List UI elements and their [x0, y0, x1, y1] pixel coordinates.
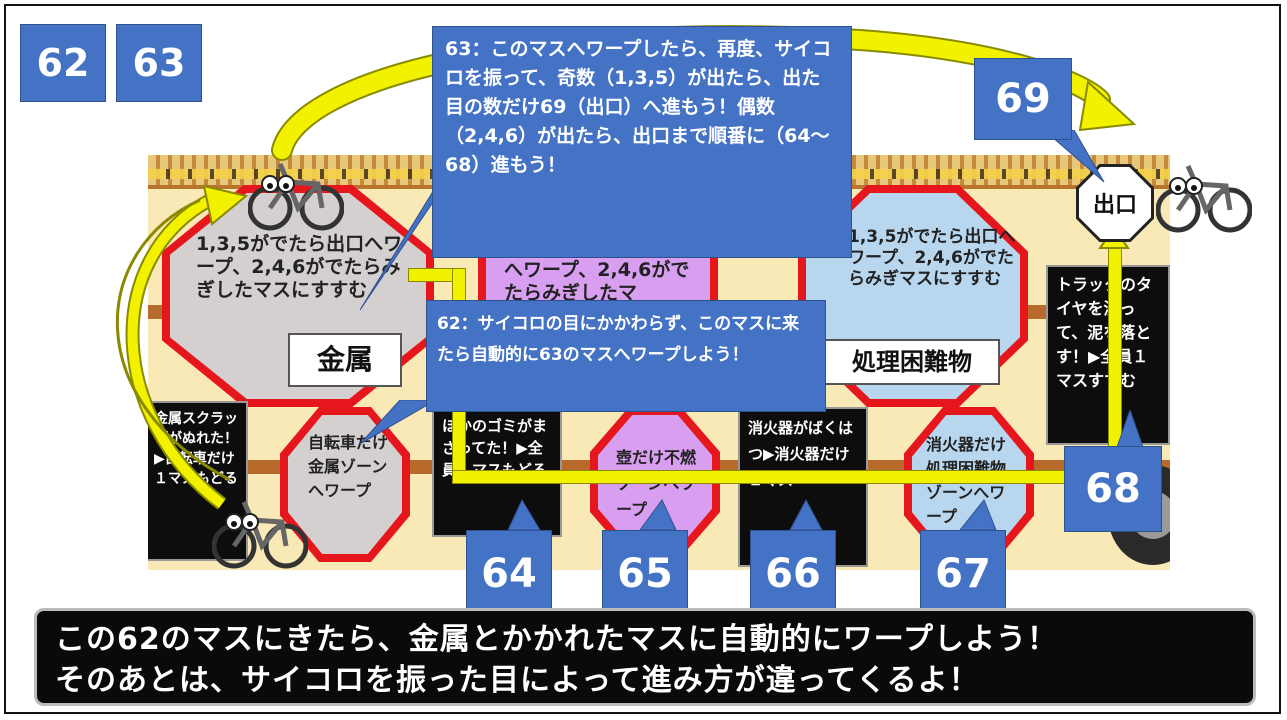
purple-square-text: へワープ、2,4,6がでたらみぎしたマ	[504, 259, 690, 304]
label-66: 66	[750, 530, 836, 618]
callout-pointer	[360, 400, 437, 445]
bicycle-icon	[212, 500, 308, 569]
callout-pointer	[360, 180, 449, 311]
callout-pointer	[1043, 130, 1105, 183]
caption-line-2: そのあとは、サイコロを振った目によって進み方が違ってくるよ！	[55, 663, 980, 698]
small-metal-octagon	[280, 407, 410, 562]
label-69: 69	[974, 58, 1072, 140]
exit-sign: 出口	[1076, 164, 1154, 242]
callout-pointer	[1115, 410, 1145, 450]
bicycle-icon	[248, 162, 344, 231]
label-65: 65	[602, 530, 688, 618]
label-63: 63	[116, 24, 202, 102]
label-64: 64	[466, 530, 552, 618]
caption-box: この62のマスにきたら、金属とかかれたマスに自動的にワープしよう！ そのあとは、…	[34, 608, 1256, 706]
metal-sign: 金属	[288, 333, 402, 387]
caption-line-1: この62のマスにきたら、金属とかかれたマスに自動的にワープしよう！	[55, 622, 1058, 657]
label-68: 68	[1064, 446, 1162, 532]
bicycle-icon	[1156, 164, 1252, 233]
label-62: 62	[20, 24, 106, 102]
metal-square-text: 1,3,5がでたら出口へワープ、2,4,6がでたらみぎしたマスにすすむ	[196, 233, 403, 301]
callout-62: 62：サイコロの目にかかわらず、このマスに来たら自動的に63のマスへワープしよう…	[426, 300, 826, 412]
hazardous-sign: 処理困難物	[824, 339, 1000, 385]
label-67: 67	[920, 530, 1006, 618]
exit-sign-label: 出口	[1079, 167, 1151, 239]
callout-63: 63：このマスへワープしたら、再度、サイコロを振って、奇数（1,3,5）が出たら…	[432, 26, 852, 258]
blue-square-text: 1,3,5がでたら出口へワープ、2,4,6がでたらみぎマスにすすむ	[848, 227, 1016, 289]
